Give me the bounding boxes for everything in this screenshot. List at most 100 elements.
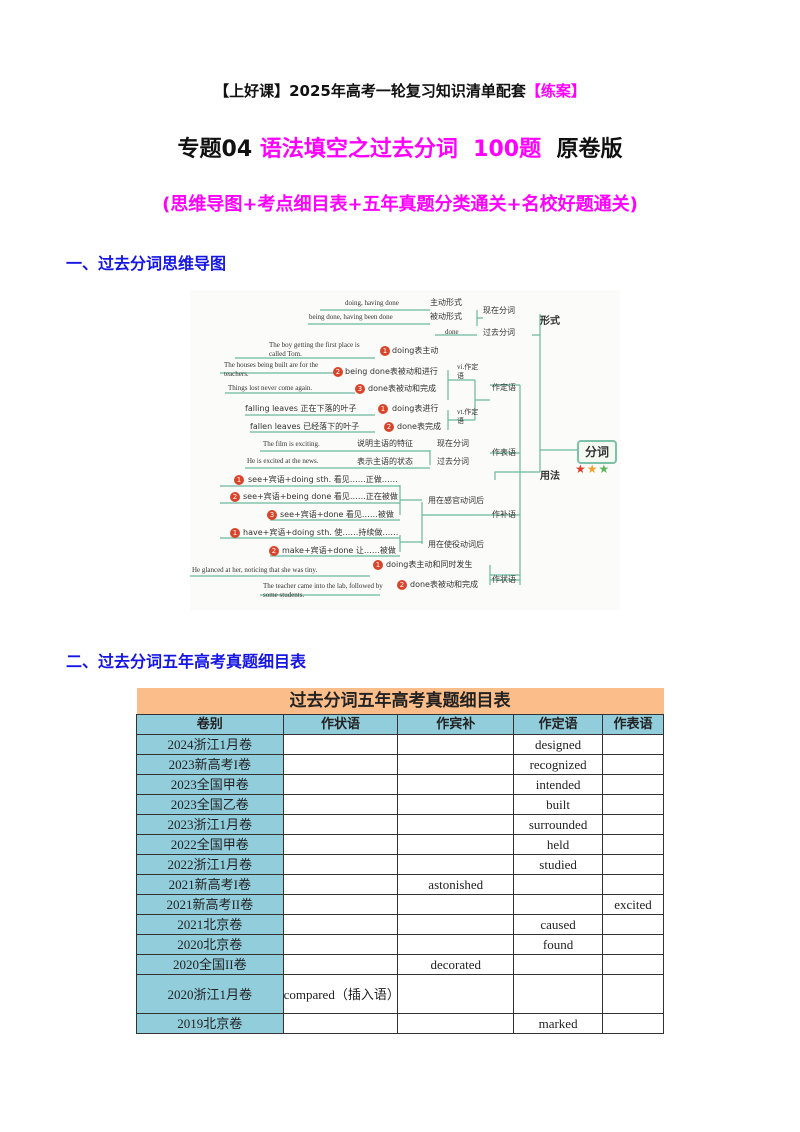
section-heading-1: 一、过去分词思维导图 [66,254,227,273]
column-header: 作宾补 [397,714,515,735]
page-subtitle: (思维导图+考点细目表+五年真题分类通关+名校好题通关) [162,194,638,215]
table-cell [602,794,664,815]
number-badge: 1 [378,404,388,414]
table-cell [397,794,515,815]
table-cell: 2021北京卷 [136,914,284,935]
table-cell: 2019北京卷 [136,1013,284,1034]
table-cell [282,914,399,935]
number-badge: 1 [380,346,390,356]
mind-map-node: see+宾语+doing sth. 看见……正做…… [248,475,398,484]
table-cell: 2022全国甲卷 [136,834,284,855]
table-cell [282,1013,399,1034]
table-cell [282,954,399,975]
mind-map-node: 作状语 [492,575,516,584]
mind-map-node: 过去分词 [483,328,515,337]
table-row: 2019北京卷 marked [136,1013,664,1034]
table-cell [397,774,515,795]
table-cell [282,774,399,795]
table-cell: built [513,794,604,815]
table-cell: 2023全国乙卷 [136,794,284,815]
table-cell [513,874,604,895]
mind-map-node: vi.作定语 [457,363,479,380]
table-cell [397,734,515,755]
table-cell [602,814,664,835]
mind-map-node: done表被动和完成 [368,384,436,393]
mind-map-node: Things lost never come again. [228,384,313,392]
mind-map-node: being done, having been done [309,313,393,321]
column-header: 作表语 [602,714,664,735]
mind-map-node: 形式 [540,316,560,327]
table-cell [397,914,515,935]
table-cell [513,894,604,915]
mind-map-node: fallen leaves 已经落下的叶子 [250,422,360,431]
mind-map-node: doing表主动和同时发生 [386,560,473,569]
table-cell [602,854,664,875]
table-cell [397,854,515,875]
table-cell [282,734,399,755]
table-cell [513,974,604,1014]
table-cell: found [513,934,604,955]
column-header: 卷别 [136,714,284,735]
mind-map-node: doing, having done [345,299,399,307]
table-cell [602,874,664,895]
table-cell: studied [513,854,604,875]
section-heading-2: 二、过去分词五年高考真题细目表 [66,652,307,671]
mind-map-node: 说明主语的特征 [357,439,413,448]
mind-map-node: 过去分词 [437,457,469,466]
mind-map-node: He glanced at her, noticing that she was… [192,566,318,574]
title-part: 100题 [473,137,542,162]
table-cell [282,854,399,875]
table-row: 2023新高考I卷 recognized [136,754,664,775]
table-cell [397,894,515,915]
mind-map-node: 被动形式 [430,312,462,321]
table-cell: recognized [513,754,604,775]
mind-map-node: 用在感官动词后 [428,496,484,505]
table-cell: designed [513,734,604,755]
mind-map-node: done表完成 [397,422,441,431]
table-row: 2021新高考I卷 astonished [136,874,664,895]
table-cell: intended [513,774,604,795]
number-badge: 2 [397,580,407,590]
mind-map-node: have+宾语+doing sth. 使……持续做…… [243,528,399,537]
table-row: 2020北京卷 found [136,934,664,955]
number-badge: 2 [384,422,394,432]
number-badge: 2 [269,546,279,556]
mind-map-node: doing表进行 [392,404,439,413]
title-part: 语法填空之过去分词 [259,137,458,162]
table-cell [513,954,604,975]
table-cell: 2023新高考I卷 [136,754,284,775]
number-badge: 1 [234,475,244,485]
table-cell: 2022浙江1月卷 [136,854,284,875]
number-badge: 3 [267,510,277,520]
table-cell [282,874,399,895]
table-cell: 2020北京卷 [136,934,284,955]
table-cell [282,834,399,855]
mind-map-node: vt.作定语 [457,408,479,425]
mind-map-node: being done表被动和进行 [345,367,438,376]
mind-map-node: see+宾语+done 看见……被做 [280,510,394,519]
table-cell [602,934,664,955]
column-header: 作状语 [282,714,399,735]
mind-map-node: The boy getting the first place is calle… [269,341,360,358]
table-cell: 2021新高考I卷 [136,874,284,895]
table-cell: astonished [397,874,515,895]
mind-map-node: 现在分词 [483,306,515,315]
table-row: 2023全国乙卷 built [136,794,664,815]
mind-map-node: done [445,328,459,336]
table-cell: surrounded [513,814,604,835]
table-cell [282,754,399,775]
table-cell [602,974,664,1014]
table-cell: marked [513,1013,604,1034]
number-badge: 1 [373,560,383,570]
mind-map-node: make+宾语+done 让……被做 [282,546,396,555]
mind-map-node: He is excited at the news. [247,457,319,465]
mind-map-node: see+宾语+being done 看见……正在被做 [243,492,398,501]
